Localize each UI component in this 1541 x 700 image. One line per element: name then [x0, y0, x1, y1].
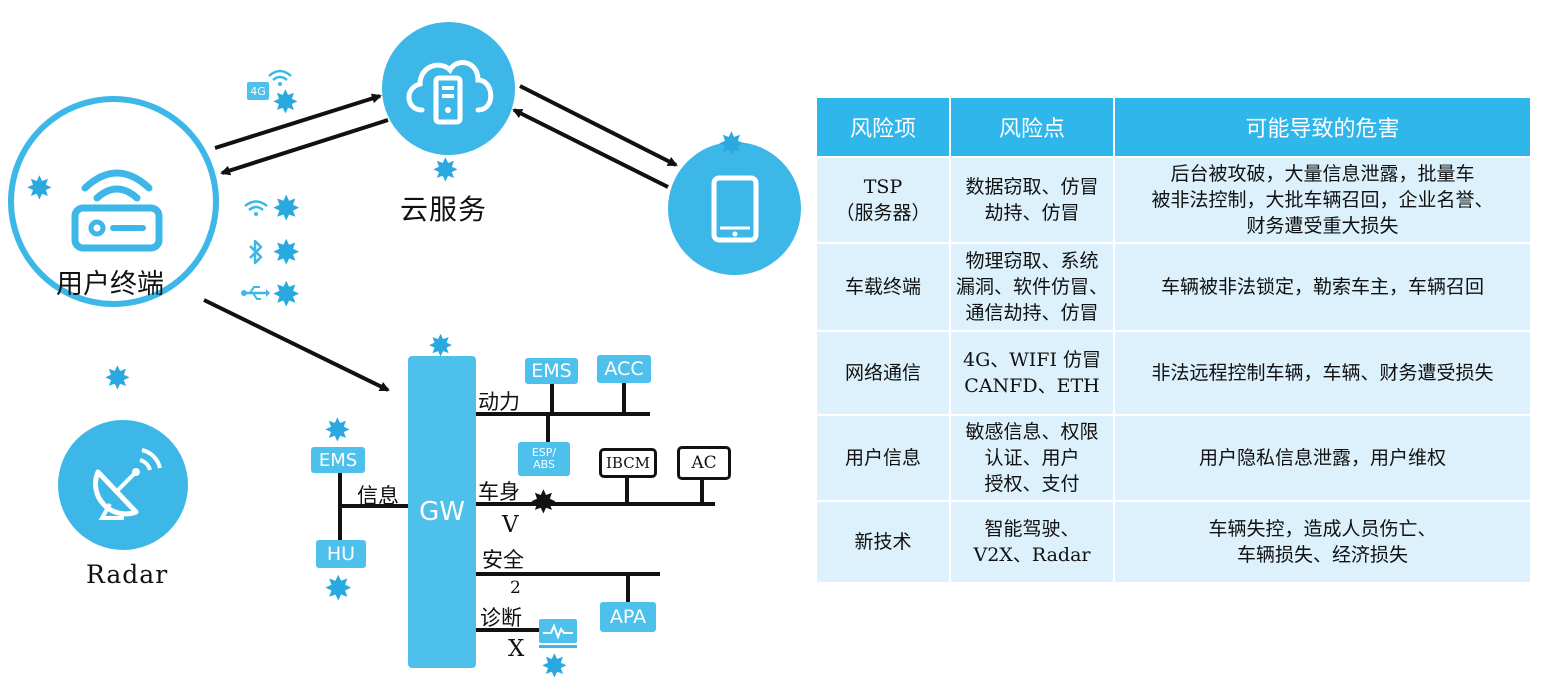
header-risk-point: 风险点 — [951, 98, 1115, 156]
ecu-apa: APA — [600, 602, 656, 632]
ecu-esp-abs: ESP/ ABS — [518, 442, 570, 476]
usb-icon — [241, 286, 270, 300]
two-mark: 2 — [510, 578, 521, 598]
gateway-bar: GW — [408, 356, 476, 668]
ecu-ems-power: EMS — [525, 358, 578, 384]
ecu-hu: HU — [316, 540, 366, 568]
harm-cell: 用户隐私信息泄露，用户维权 — [1115, 414, 1530, 500]
table-row: 新技术 智能驾驶、 V2X、Radar 车辆失控，造成人员伤亡、 车辆损失、经济… — [817, 500, 1530, 582]
cloud-server-icon — [406, 60, 494, 125]
arrow-cloud-to-tablet — [519, 84, 678, 167]
v-mark: V — [502, 512, 519, 538]
attack-star-icon: ✸ — [272, 189, 301, 229]
radar-dish-icon — [93, 448, 162, 520]
ecu-acc: ACC — [597, 355, 651, 383]
radar-label: Radar — [86, 560, 169, 589]
risk-point-cell: 物理窃取、系统 漏洞、软件仿冒、 通信劫持、仿冒 — [951, 242, 1115, 330]
bus-safety-label: 安全 — [482, 548, 524, 572]
attack-star-icon: ✸ — [272, 233, 301, 273]
risk-point-cell: 4G、WIFI 仿冒 CANFD、ETH — [951, 330, 1115, 414]
risk-item-cell: 用户信息 — [817, 414, 951, 500]
table-row: 网络通信 4G、WIFI 仿冒 CANFD、ETH 非法远程控制车辆，车辆、财务… — [817, 330, 1530, 414]
header-risk-item: 风险项 — [817, 98, 951, 156]
terminal-label: 用户终端 — [56, 269, 164, 300]
risk-point-cell: 数据窃取、仿冒 劫持、仿冒 — [951, 156, 1115, 242]
attack-star-icon: ✸ — [432, 151, 459, 189]
risk-item-cell: 网络通信 — [817, 330, 951, 414]
table-row: 车载终端 物理窃取、系统 漏洞、软件仿冒、 通信劫持、仿冒 车辆被非法锁定，勒索… — [817, 242, 1530, 330]
attack-star-icon: ✸ — [324, 411, 351, 449]
attack-star-icon: ✸ — [272, 275, 301, 315]
table-row: 用户信息 敏感信息、权限 认证、用户 授权、支付 用户隐私信息泄露，用户维权 — [817, 414, 1530, 500]
bluetooth-icon — [249, 239, 263, 265]
bus-power-label: 动力 — [478, 390, 520, 414]
wifi-icon — [244, 200, 268, 216]
risk-item-cell: TSP （服务器） — [817, 156, 951, 242]
router-icon — [71, 169, 163, 252]
ecu-ibcm: IBCM — [599, 448, 657, 478]
wifi-icon — [268, 69, 292, 86]
diag-sensor-base — [539, 645, 577, 648]
risk-point-cell: 敏感信息、权限 认证、用户 授权、支付 — [951, 414, 1115, 500]
cloud-label: 云服务 — [400, 193, 488, 226]
bus-info-label: 信息 — [357, 484, 399, 508]
attack-star-icon: ✸ — [26, 169, 53, 207]
cloud-service-node — [382, 22, 515, 155]
attack-star-icon: ✸ — [541, 647, 568, 685]
tablet-icon — [711, 175, 759, 243]
connection-lines — [203, 84, 715, 632]
attack-star-icon: ✸ — [104, 359, 131, 397]
attack-star-icon: ✸ — [718, 125, 745, 163]
diag-sensor — [539, 619, 577, 643]
table-row: TSP （服务器） 数据窃取、仿冒 劫持、仿冒 后台被攻破，大量信息泄露，批量车… — [817, 156, 1530, 242]
bus-diag-label: 诊断 — [480, 606, 522, 630]
ecu-ems-info: EMS — [311, 447, 365, 473]
radar-node — [58, 420, 188, 550]
harm-cell: 非法远程控制车辆，车辆、财务遭受损失 — [1115, 330, 1530, 414]
attack-star-icon: ✸ — [530, 483, 557, 521]
harm-cell: 后台被攻破，大量信息泄露，批量车 被非法控制，大批车辆召回，企业名誉、 财务遭受… — [1115, 156, 1530, 242]
risk-point-cell: 智能驾驶、 V2X、Radar — [951, 500, 1115, 582]
gw-label: GW — [419, 497, 465, 527]
bus-body-label: 车身 — [478, 480, 520, 504]
arrow-terminal-to-cloud — [214, 93, 382, 150]
harm-cell: 车辆失控，造成人员伤亡、 车辆损失、经济损失 — [1115, 500, 1530, 582]
arrow-cloud-to-terminal — [220, 118, 389, 176]
risk-item-cell: 车载终端 — [817, 242, 951, 330]
attack-star-icon: ✸ — [324, 569, 353, 609]
arrow-terminal-to-gw — [203, 298, 390, 392]
harm-cell: 车辆被非法锁定，勒索车主，车辆召回 — [1115, 242, 1530, 330]
table-header-row: 风险项 风险点 可能导致的危害 — [817, 98, 1530, 156]
mobile-device-node — [668, 142, 801, 275]
header-harm: 可能导致的危害 — [1115, 98, 1530, 156]
sensor-icon — [543, 623, 573, 640]
4g-badge: 4G — [247, 82, 269, 100]
attack-star-icon: ✸ — [272, 83, 299, 121]
risk-item-cell: 新技术 — [817, 500, 951, 582]
user-terminal-node — [8, 96, 219, 307]
ecu-ac: AC — [677, 446, 731, 480]
x-mark: X — [508, 636, 525, 662]
risk-table: 风险项 风险点 可能导致的危害 TSP （服务器） 数据窃取、仿冒 劫持、仿冒 … — [817, 98, 1530, 582]
arrow-tablet-to-cloud — [512, 108, 669, 189]
